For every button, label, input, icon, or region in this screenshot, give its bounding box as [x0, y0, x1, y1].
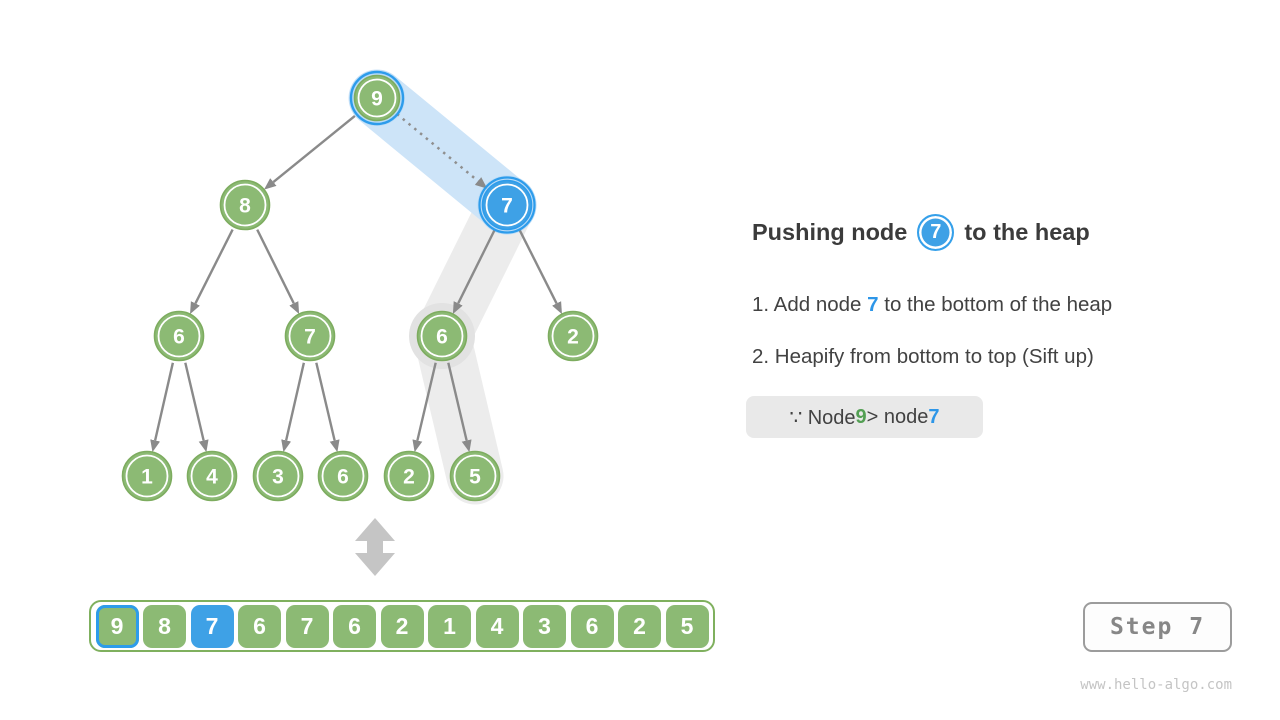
tree-edge [190, 229, 234, 315]
tree-node: 5 [449, 450, 501, 502]
instruction-step-1: 1. Add node 7 to the bottom of the heap [752, 293, 1112, 317]
array-cell: 2 [380, 604, 424, 648]
text-fragment: 7 [928, 405, 940, 428]
pushed-node-badge: 7 [917, 213, 955, 251]
text-fragment: 2. Heapify from bottom to top (Sift up) [752, 345, 1094, 368]
tree-node: 7 [478, 176, 536, 234]
watermark: www.hello-algo.com [1080, 677, 1232, 693]
tree-node-value: 6 [337, 466, 349, 489]
text-fragment: to the bottom of the heap [878, 293, 1113, 316]
tree-node-value: 8 [239, 195, 251, 218]
tree-node: 6 [153, 310, 205, 362]
array-cell: 7 [285, 604, 329, 648]
text-fragment: 7 [867, 293, 879, 316]
tree-edge [518, 229, 562, 315]
tree-node: 7 [284, 310, 336, 362]
tree-node-value: 1 [141, 466, 153, 489]
tree-node: 6 [416, 310, 468, 362]
array-cell: 6 [333, 604, 376, 648]
array-cell: 7 [190, 604, 234, 648]
text-fragment: > node [866, 405, 929, 428]
array-cell: 1 [428, 604, 471, 648]
array-cell: 4 [475, 604, 519, 648]
comparison-dotted-arrow [396, 113, 488, 189]
tree-node: 1 [121, 450, 173, 502]
tree-node: 8 [219, 179, 271, 231]
array-cell: 5 [665, 604, 709, 648]
tree-node: 3 [252, 450, 304, 502]
comparison-note: ∵ Node 9 > node 7 [746, 396, 983, 438]
pushed-node-value: 7 [930, 220, 942, 243]
array-cell: 9 [95, 604, 139, 648]
array-cell: 3 [523, 604, 566, 648]
figure-title-prefix: Pushing node [752, 218, 908, 245]
tree-array-equivalence-arrow [355, 518, 395, 576]
tree-node: 6 [317, 450, 369, 502]
tree-edge [184, 362, 209, 453]
tree-node: 2 [383, 450, 435, 502]
tree-edge [150, 362, 175, 453]
tree-edge [412, 362, 437, 453]
array-cell: 8 [143, 604, 186, 648]
figure-title-suffix: to the heap [964, 218, 1090, 245]
tree-node-value: 7 [501, 195, 513, 218]
tree-edge [315, 362, 340, 453]
instruction-step-2: 2. Heapify from bottom to top (Sift up) [752, 345, 1094, 369]
tree-node: 4 [186, 450, 238, 502]
step-button-label: Step 7 [1109, 614, 1206, 640]
tree-node-value: 6 [173, 326, 185, 349]
tree-node-value: 3 [272, 466, 284, 489]
array-cell: 2 [618, 604, 661, 648]
tree-node-value: 6 [436, 326, 448, 349]
tree-node-value: 2 [567, 326, 579, 349]
step-button[interactable]: Step 7 [1083, 602, 1232, 652]
tree-node: 9 [349, 70, 405, 126]
text-fragment: 1. Add node [752, 293, 868, 316]
array-cell: 6 [570, 604, 614, 648]
tree-node-value: 7 [304, 326, 316, 349]
tree-edge [256, 229, 300, 315]
tree-node-value: 5 [469, 466, 481, 489]
tree-node: 2 [547, 310, 599, 362]
tree-node-value: 9 [371, 88, 383, 111]
tree-edge [264, 115, 356, 190]
tree-edge [281, 362, 306, 453]
tree-node-value: 2 [403, 466, 415, 489]
tree-edge [447, 362, 472, 453]
figure-title: Pushing node 7 to the heap [752, 212, 1090, 252]
text-fragment: ∵ Node [789, 406, 856, 429]
array-cell: 6 [238, 604, 281, 648]
text-fragment: 9 [855, 405, 867, 428]
tree-node-value: 4 [206, 466, 218, 489]
tree-edge [452, 229, 496, 315]
